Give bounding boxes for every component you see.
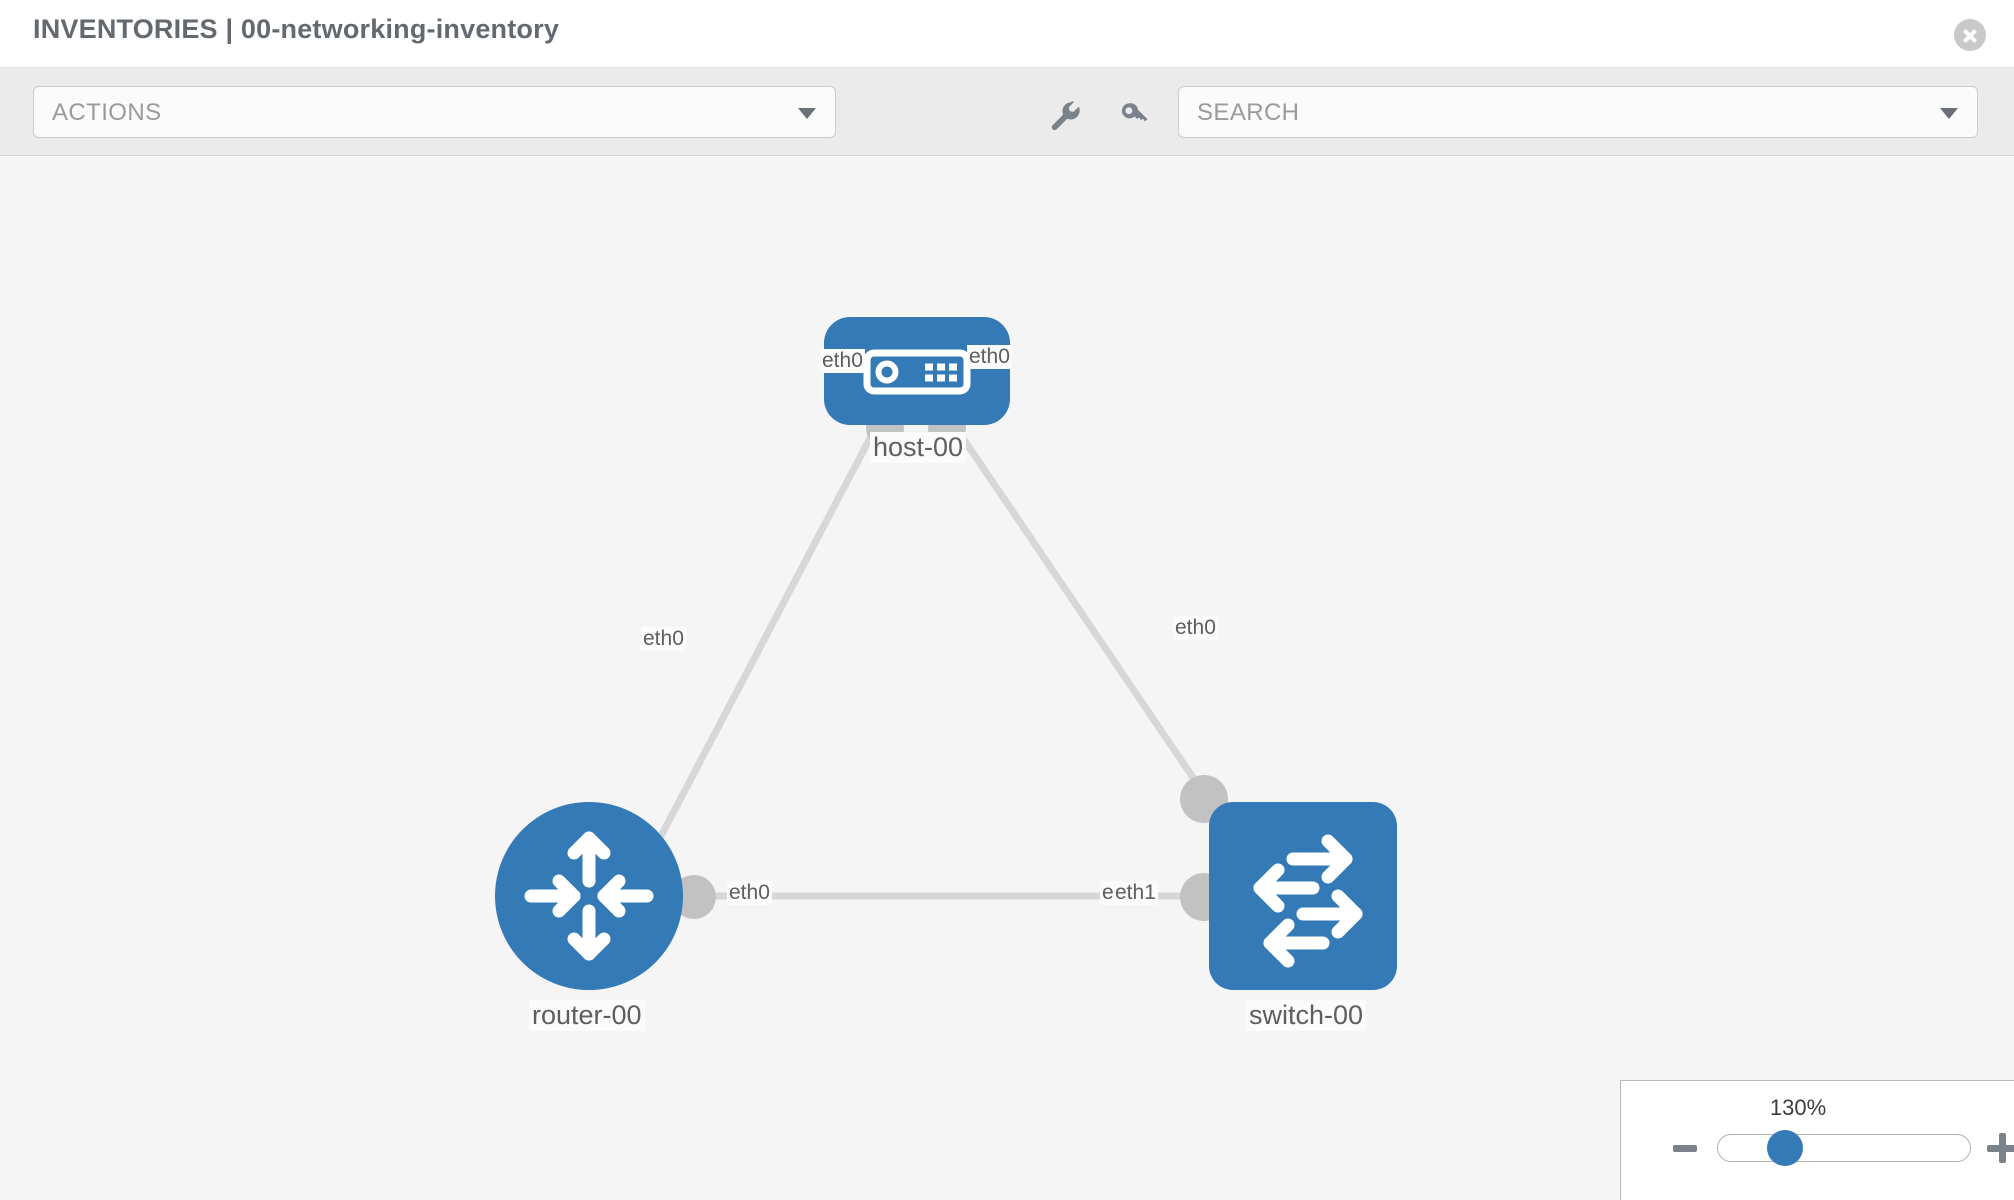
chevron-down-icon bbox=[1940, 108, 1958, 119]
edge-label-switch-to-router-b: eth1 bbox=[1113, 881, 1158, 905]
close-icon[interactable] bbox=[1954, 19, 1986, 51]
zoom-level-value: 130% bbox=[1769, 1095, 1827, 1120]
key-icon[interactable] bbox=[1116, 98, 1152, 134]
search-placeholder: SEARCH bbox=[1197, 99, 1300, 126]
zoom-control-panel: 130% bbox=[1620, 1080, 2014, 1200]
node-switch-00[interactable]: switch-00 bbox=[1209, 802, 1397, 1031]
chevron-down-icon bbox=[798, 108, 816, 119]
actions-dropdown[interactable]: ACTIONS bbox=[33, 86, 836, 138]
topology-edges bbox=[646, 417, 1243, 900]
wrench-icon[interactable] bbox=[1048, 98, 1084, 134]
edge-host-router bbox=[646, 417, 884, 859]
title-bar: INVENTORIES | 00-networking-inventory bbox=[0, 0, 2014, 68]
toolbar: ACTIONS SEARCH bbox=[0, 68, 2014, 156]
node-router-00[interactable]: router-00 bbox=[495, 802, 683, 1031]
zoom-in-button[interactable] bbox=[1987, 1133, 2014, 1163]
page-title: INVENTORIES | 00-networking-inventory bbox=[33, 14, 560, 44]
edge-host-switch bbox=[947, 417, 1243, 849]
node-switch-label: switch-00 bbox=[1246, 1000, 1367, 1031]
edge-label-host-right: eth0 bbox=[967, 345, 1012, 369]
edge-label-switch-to-host: eth0 bbox=[1173, 616, 1218, 640]
node-router-shape bbox=[495, 802, 683, 990]
node-router-label: router-00 bbox=[529, 1000, 645, 1031]
node-switch-shape bbox=[1209, 802, 1397, 990]
search-input[interactable]: SEARCH bbox=[1178, 86, 1978, 138]
node-host-label: host-00 bbox=[870, 432, 967, 463]
edge-label-router-to-switch: eth0 bbox=[727, 881, 772, 905]
zoom-slider-track[interactable] bbox=[1717, 1134, 1971, 1162]
zoom-slider-thumb[interactable] bbox=[1767, 1130, 1803, 1166]
zoom-out-button[interactable] bbox=[1673, 1145, 1697, 1152]
actions-dropdown-label: ACTIONS bbox=[52, 99, 162, 126]
edge-label-host-left: eth0 bbox=[820, 349, 865, 373]
topology-canvas[interactable]: host-00 bbox=[0, 157, 2014, 1200]
edge-label-router-to-host: eth0 bbox=[641, 627, 686, 651]
